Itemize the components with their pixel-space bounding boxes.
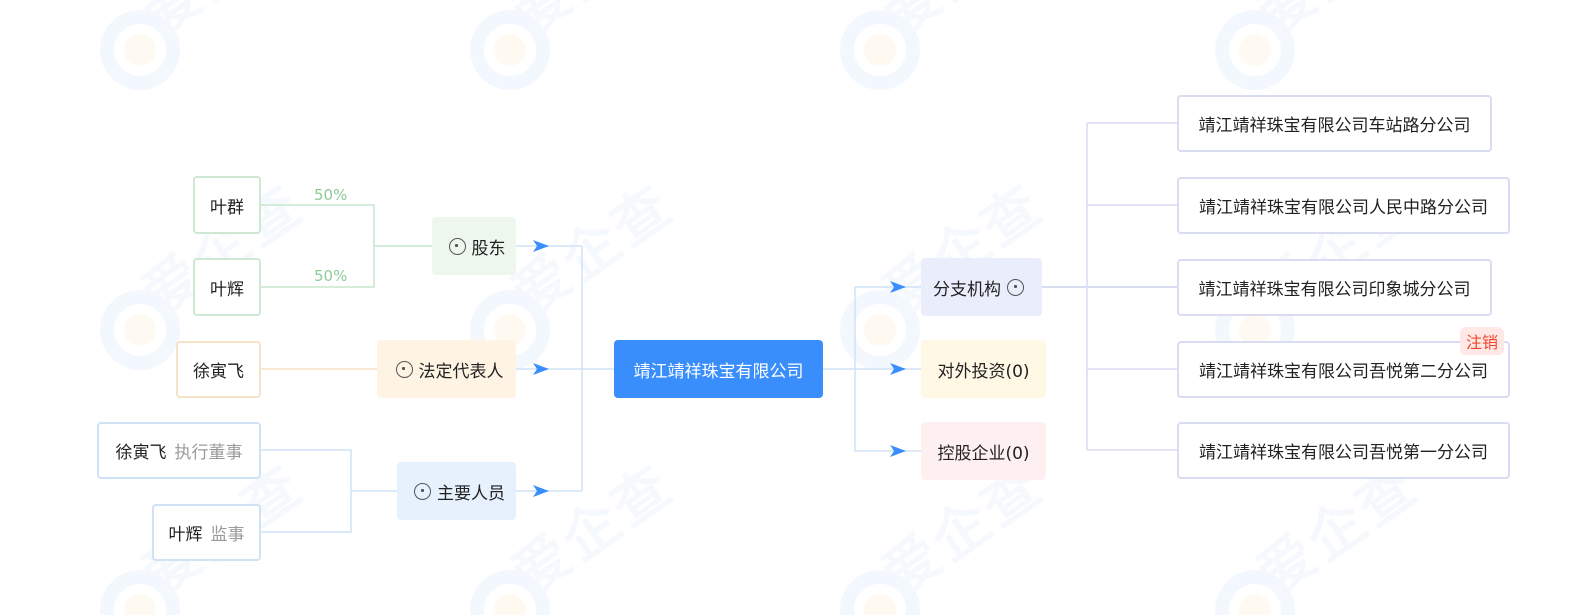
branch-node[interactable]: 靖江靖祥珠宝有限公司印象城分公司 xyxy=(1177,259,1492,316)
branch-node[interactable]: 靖江靖祥珠宝有限公司吾悦第二分公司 xyxy=(1177,341,1510,398)
category-label: 股东 xyxy=(471,238,506,259)
branch-node[interactable]: 靖江靖祥珠宝有限公司吾悦第一分公司 xyxy=(1177,422,1510,479)
person-role: 监事 xyxy=(210,525,245,545)
shareholder-node[interactable]: 叶群 xyxy=(193,176,261,234)
personnel-node[interactable]: 叶辉监事 xyxy=(152,504,261,561)
branch-name: 靖江靖祥珠宝有限公司吾悦第二分公司 xyxy=(1199,362,1488,382)
person-name: 叶辉 xyxy=(168,525,203,545)
category-shareholders[interactable]: 股东 xyxy=(432,217,516,275)
collapse-toggle-icon[interactable] xyxy=(1007,278,1024,296)
shareholder-name: 叶辉 xyxy=(210,279,244,300)
collapse-toggle-icon[interactable] xyxy=(395,360,413,378)
category-key-personnel[interactable]: 主要人员 xyxy=(397,462,516,520)
company-name: 靖江靖祥珠宝有限公司 xyxy=(633,361,804,382)
branch-name: 靖江靖祥珠宝有限公司车站路分公司 xyxy=(1198,116,1471,136)
shareholder-node[interactable]: 叶辉 xyxy=(193,258,261,316)
category-legal-rep[interactable]: 法定代表人 xyxy=(377,340,516,398)
center-company-node[interactable]: 靖江靖祥珠宝有限公司 xyxy=(614,340,823,398)
arrow-icon xyxy=(890,363,906,375)
collapse-toggle-icon[interactable] xyxy=(414,482,431,500)
personnel-node[interactable]: 徐寅飞执行董事 xyxy=(97,422,261,479)
branch-name: 靖江靖祥珠宝有限公司人民中路分公司 xyxy=(1199,198,1488,218)
person-name: 徐寅飞 xyxy=(193,362,244,382)
category-holdings[interactable]: 控股企业(0) xyxy=(921,422,1046,480)
branch-node[interactable]: 靖江靖祥珠宝有限公司人民中路分公司 xyxy=(1177,177,1510,234)
shareholder-name: 叶群 xyxy=(210,197,244,218)
category-label: 控股企业(0) xyxy=(937,443,1030,464)
branch-name: 靖江靖祥珠宝有限公司印象城分公司 xyxy=(1198,280,1471,300)
person-name: 徐寅飞 xyxy=(115,443,167,463)
collapse-toggle-icon[interactable] xyxy=(448,237,466,255)
legal-rep-node[interactable]: 徐寅飞 xyxy=(176,341,261,398)
category-branches[interactable]: 分支机构 xyxy=(921,258,1042,316)
arrow-icon xyxy=(533,363,549,375)
share-percent: 50% xyxy=(314,186,348,204)
status-badge-cancelled: 注销 xyxy=(1460,327,1505,355)
category-label: 分支机构 xyxy=(933,279,1001,300)
category-investments[interactable]: 对外投资(0) xyxy=(921,340,1046,398)
share-percent: 50% xyxy=(314,267,348,285)
category-label: 法定代表人 xyxy=(418,361,504,382)
person-role: 执行董事 xyxy=(174,443,243,463)
branch-name: 靖江靖祥珠宝有限公司吾悦第一分公司 xyxy=(1199,443,1488,463)
branch-node[interactable]: 靖江靖祥珠宝有限公司车站路分公司 xyxy=(1177,95,1492,152)
category-label: 对外投资(0) xyxy=(937,361,1030,382)
arrow-icon xyxy=(533,485,549,497)
arrow-icon xyxy=(533,240,549,252)
arrow-icon xyxy=(890,445,906,457)
category-label: 主要人员 xyxy=(437,483,505,504)
arrow-icon xyxy=(890,281,906,293)
